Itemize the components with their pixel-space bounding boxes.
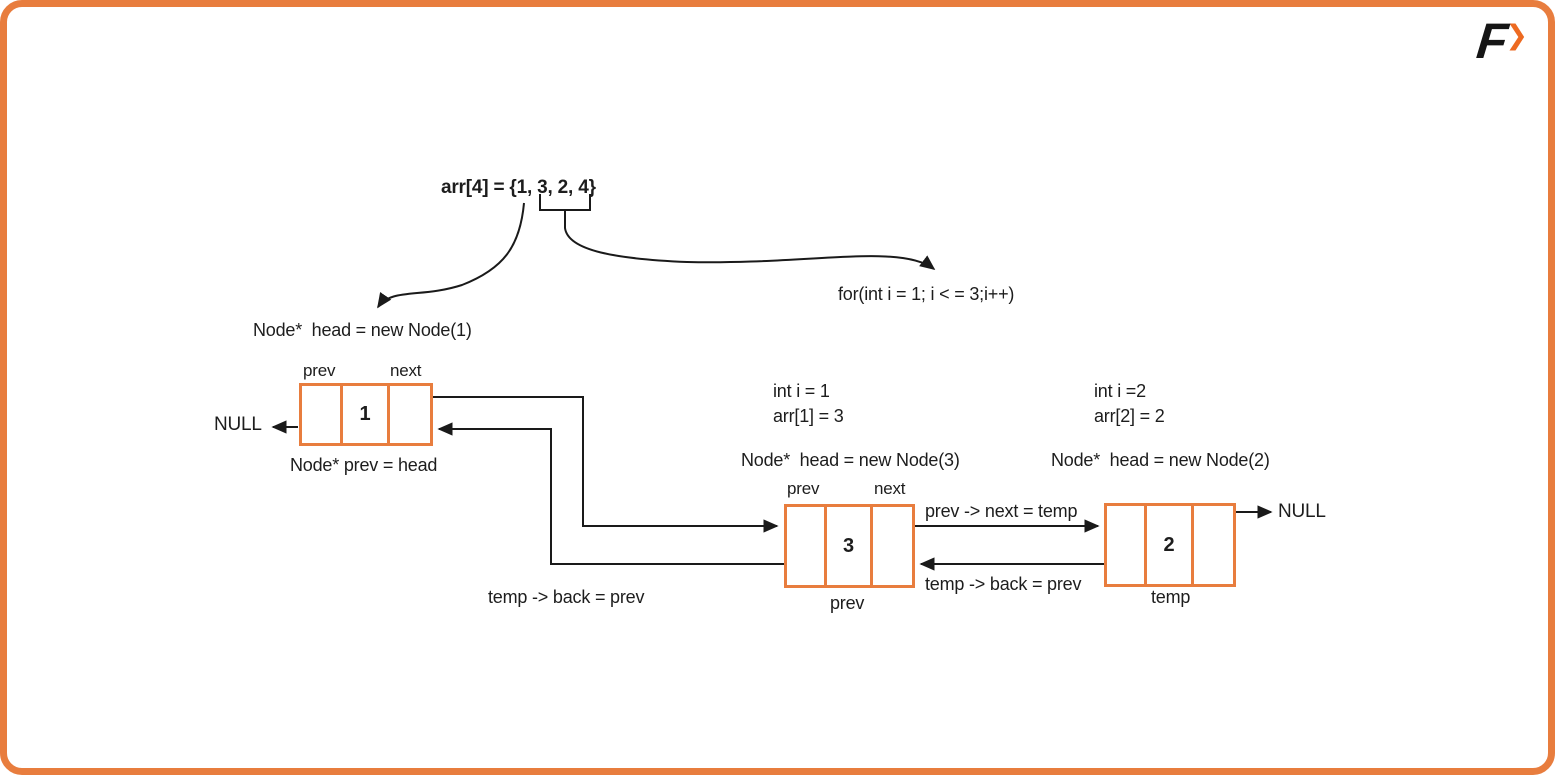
step3-iteration: int i =2	[1094, 381, 1146, 401]
curve-bracket-to-forloop-arrow	[564, 210, 936, 270]
brand-logo-arrow-icon: ❯	[1505, 20, 1528, 50]
null-label-right: NULL	[1278, 501, 1326, 522]
node3-to-node1-back-arrow	[437, 422, 784, 565]
node1-prev-cell	[302, 386, 343, 443]
brand-logo: F ❯	[1473, 13, 1528, 69]
node-box-1: 1	[299, 383, 433, 446]
node1-next-cell	[390, 386, 430, 443]
step2-iteration: int i = 1	[773, 381, 830, 401]
node2-next-cell	[1194, 506, 1233, 584]
node2-value-cell: 2	[1147, 506, 1194, 584]
edge-label-prev-next-temp: prev -> next = temp	[925, 501, 1078, 521]
for-loop-code: for(int i = 1; i < = 3;i++)	[838, 284, 1015, 304]
step1-code: Node* head = new Node(1)	[253, 320, 472, 340]
node-box-2: 2	[1104, 503, 1236, 587]
node2-prev-cell	[1107, 506, 1148, 584]
step1-prev-label: prev	[303, 361, 336, 380]
node3-next-cell	[873, 507, 912, 585]
node-box-3: 3	[784, 504, 915, 588]
array-declaration: arr[4] = {1, 3, 2, 4}	[441, 177, 596, 198]
step3-code: Node* head = new Node(2)	[1051, 450, 1270, 470]
curve-array-to-head1-arrow	[377, 202, 525, 309]
step3-caption: temp	[1151, 587, 1191, 607]
node1-to-node3-arrow	[433, 396, 779, 533]
step3-assignment: arr[2] = 2	[1094, 406, 1165, 426]
edge-label-temp-back-prev-left: temp -> back = prev	[488, 587, 645, 607]
step2-code: Node* head = new Node(3)	[741, 450, 960, 470]
node3-prev-cell	[787, 507, 827, 585]
edge-label-temp-back-prev-right: temp -> back = prev	[925, 574, 1082, 594]
node1-value-cell: 1	[343, 386, 391, 443]
step2-prev-label: prev	[787, 479, 820, 498]
step2-next-label: next	[874, 479, 906, 498]
step2-caption: prev	[830, 593, 865, 613]
brand-logo-letter: F	[1473, 13, 1511, 69]
step2-assignment: arr[1] = 3	[773, 406, 844, 426]
null-label-left: NULL	[214, 414, 262, 435]
step1-caption: Node* prev = head	[290, 455, 438, 475]
step1-next-label: next	[390, 361, 422, 380]
node3-value-cell: 3	[827, 507, 874, 585]
